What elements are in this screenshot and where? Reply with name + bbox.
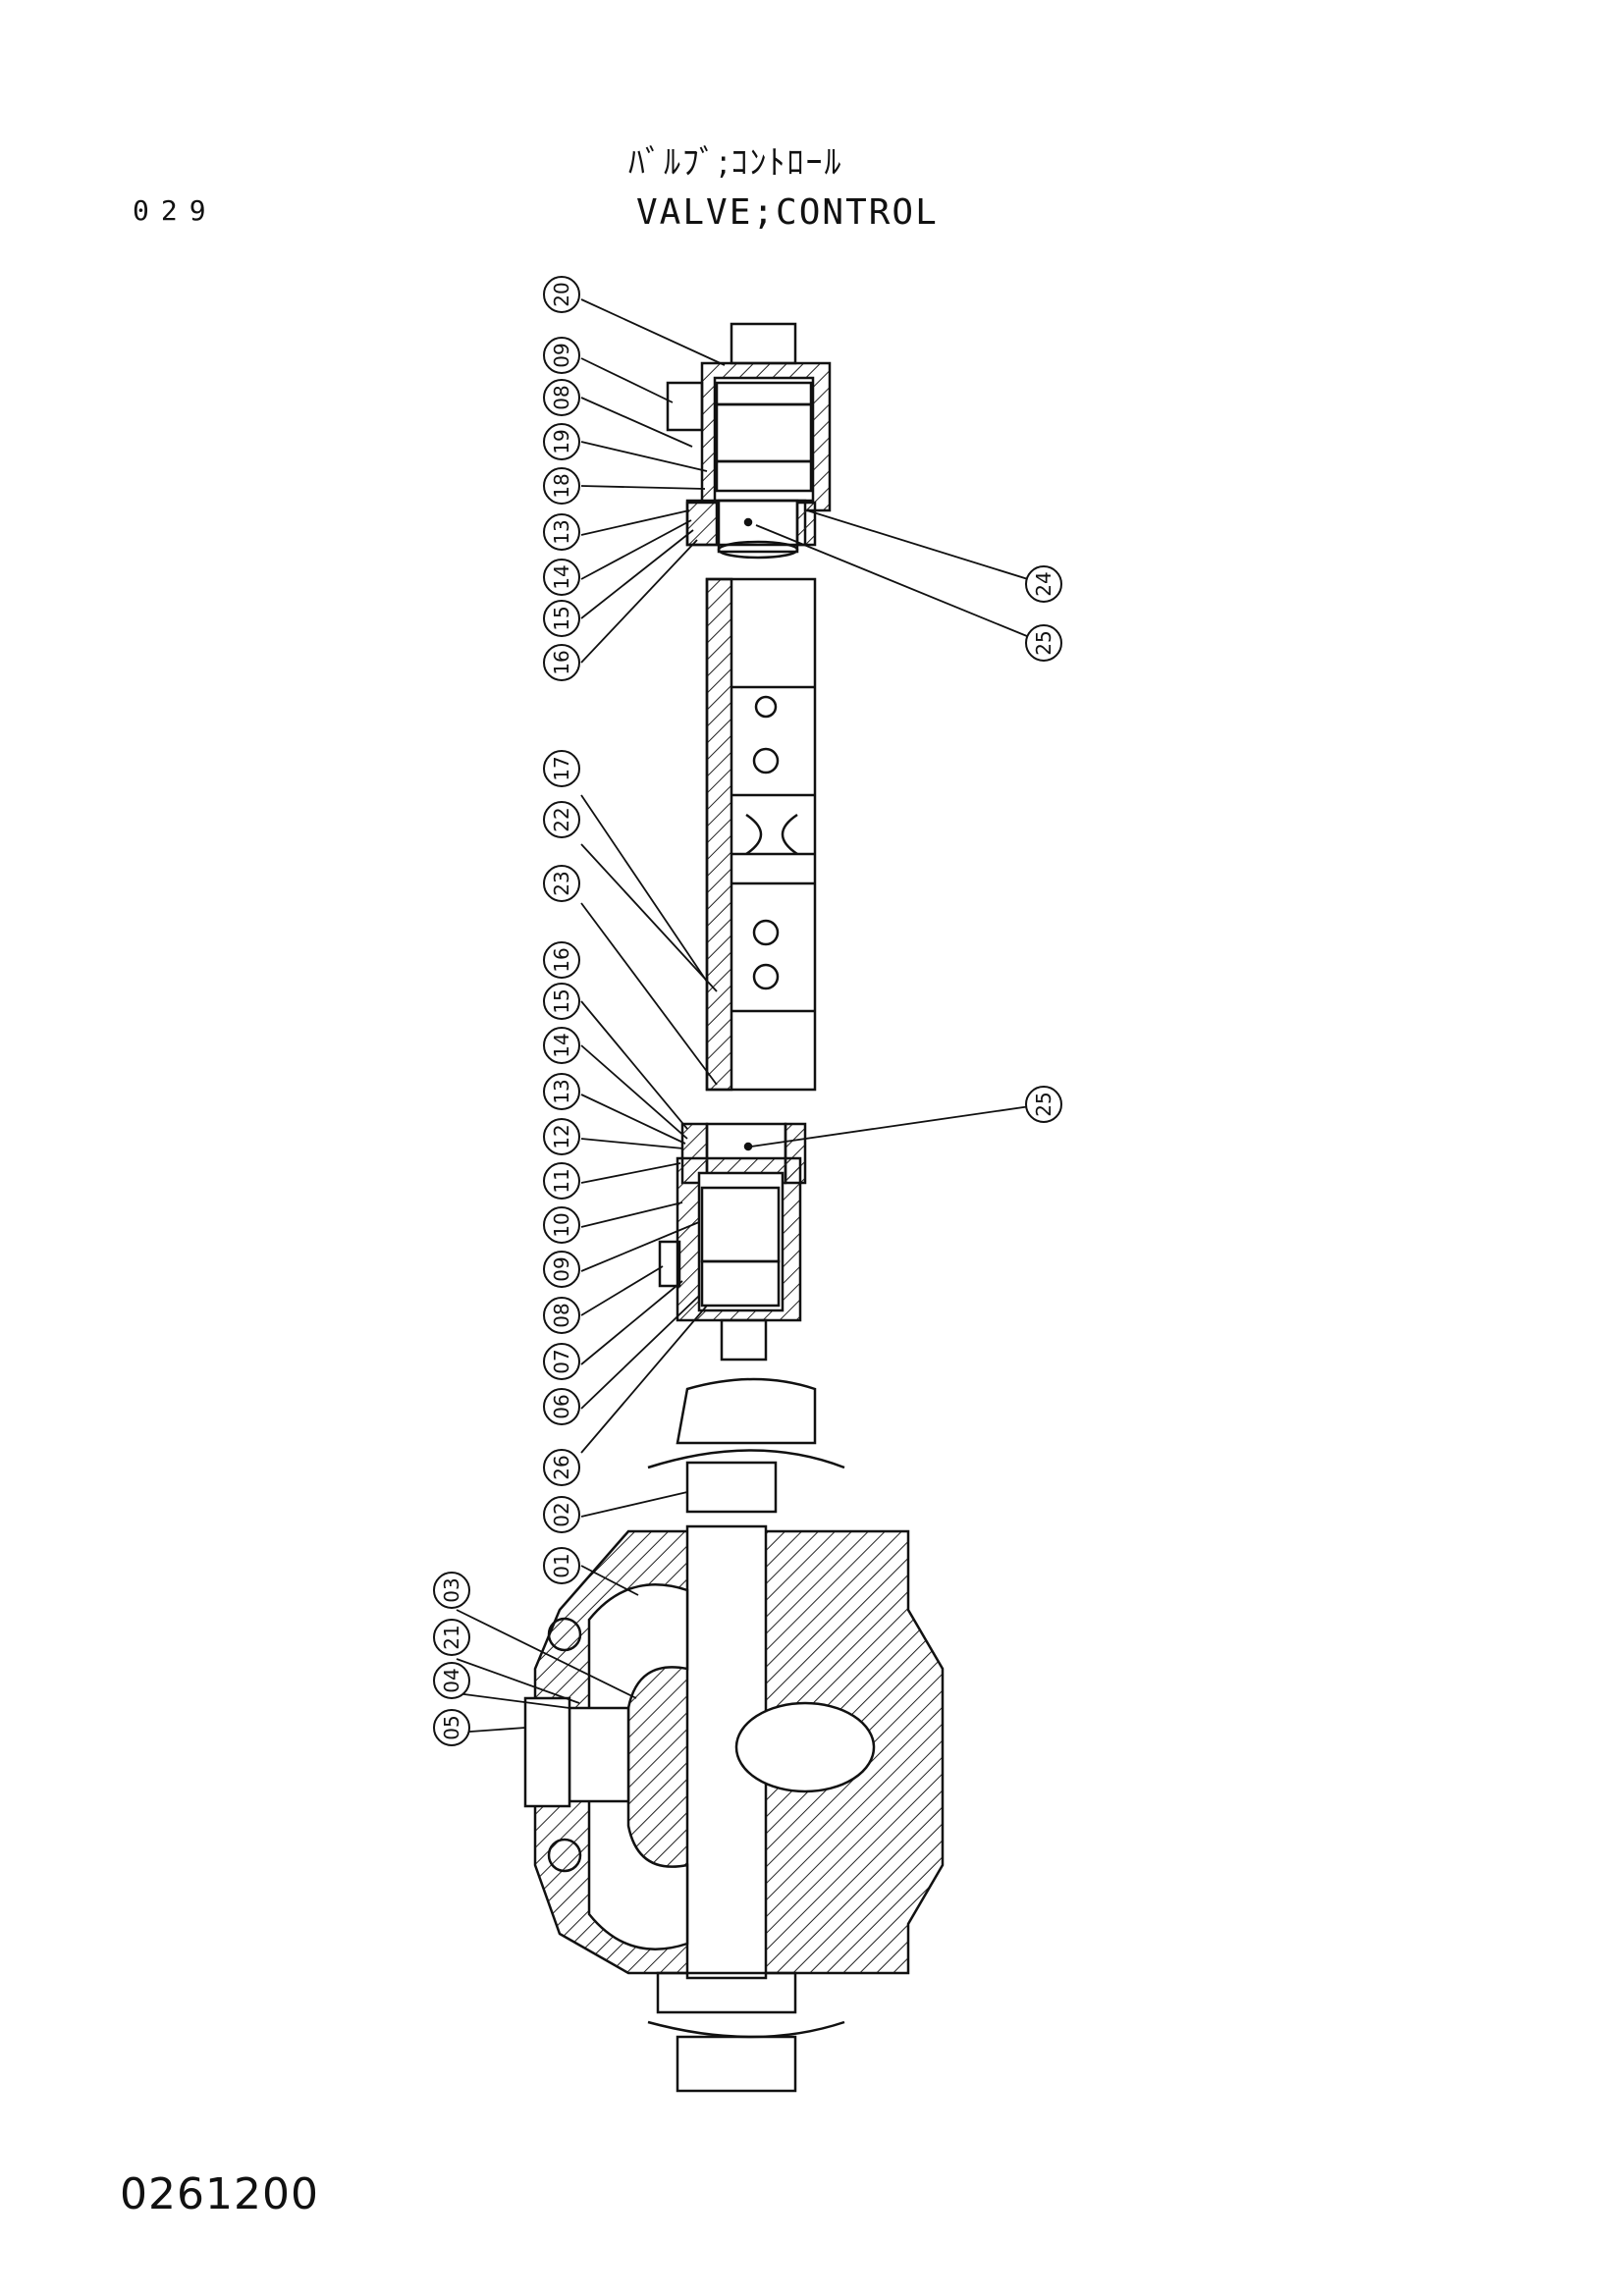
drawing-number: 0261200 (120, 2169, 319, 2219)
callout-26: 26 (543, 1449, 580, 1486)
title-english: VALVE;CONTROL (636, 192, 939, 233)
callout-label: 17 (550, 756, 573, 780)
callout-16: 16 (543, 941, 580, 979)
callout-20: 20 (543, 276, 580, 313)
callout-label: 09 (550, 343, 573, 367)
callout-23: 23 (543, 865, 580, 902)
callout-label: 26 (550, 1455, 573, 1479)
lower-cap-assembly (658, 1122, 807, 1362)
callout-label: 08 (550, 1303, 573, 1327)
callout-label: 15 (550, 988, 573, 1013)
callout-label: 12 (550, 1124, 573, 1148)
callout-10: 10 (543, 1206, 580, 1244)
callout-label: 13 (550, 519, 573, 544)
callout-label: 05 (440, 1715, 463, 1739)
callout-13: 13 (543, 513, 580, 551)
callout-06: 06 (543, 1388, 580, 1425)
callout-label: 02 (550, 1502, 573, 1526)
callout-label: 22 (550, 807, 573, 831)
callout-14: 14 (543, 559, 580, 596)
callout-03: 03 (433, 1572, 470, 1609)
top-cap-assembly (666, 322, 832, 560)
callout-label: 11 (550, 1168, 573, 1193)
callout-label: 16 (550, 947, 573, 972)
callout-25: 25 (1025, 1086, 1062, 1123)
callout-15: 15 (543, 600, 580, 637)
callout-24: 24 (1025, 565, 1062, 603)
page-number: 029 (133, 194, 218, 227)
callout-08: 08 (543, 379, 580, 416)
callout-label: 07 (550, 1349, 573, 1373)
callout-label: 14 (550, 564, 573, 589)
callout-04: 04 (433, 1662, 470, 1699)
callout-label: 08 (550, 385, 573, 409)
callout-label: 13 (550, 1079, 573, 1103)
callout-09: 09 (543, 337, 580, 374)
callout-15: 15 (543, 983, 580, 1020)
callout-09: 09 (543, 1251, 580, 1288)
callout-label: 04 (440, 1668, 463, 1692)
callout-label: 25 (1032, 1092, 1055, 1116)
leader-lines (456, 298, 1045, 1734)
callout-25: 25 (1025, 624, 1062, 662)
callout-label: 09 (550, 1256, 573, 1281)
callout-label: 10 (550, 1212, 573, 1237)
callout-18: 18 (543, 467, 580, 505)
callout-label: 06 (550, 1394, 573, 1418)
callout-13: 13 (543, 1073, 580, 1110)
callout-02: 02 (543, 1496, 580, 1533)
callout-label: 15 (550, 606, 573, 630)
callout-11: 11 (543, 1162, 580, 1200)
callout-14: 14 (543, 1027, 580, 1064)
callout-08: 08 (543, 1297, 580, 1334)
callout-label: 01 (550, 1553, 573, 1577)
callout-07: 07 (543, 1343, 580, 1380)
callout-label: 19 (550, 429, 573, 454)
callout-label: 18 (550, 473, 573, 498)
callout-19: 19 (543, 423, 580, 460)
callout-label: 14 (550, 1033, 573, 1057)
callout-21: 21 (433, 1619, 470, 1656)
callout-label: 16 (550, 650, 573, 674)
callout-label: 23 (550, 871, 573, 895)
callout-label: 20 (550, 282, 573, 306)
valve-body (523, 1377, 945, 2093)
callout-label: 24 (1032, 571, 1055, 596)
callout-label: 25 (1032, 630, 1055, 655)
callout-12: 12 (543, 1118, 580, 1155)
callout-05: 05 (433, 1709, 470, 1746)
callout-22: 22 (543, 801, 580, 838)
spool (705, 577, 817, 1092)
callout-17: 17 (543, 750, 580, 787)
callout-group: 20 09 08 19 18 13 14 15 16 24 25 17 22 2… (433, 276, 1062, 1746)
callout-label: 03 (440, 1577, 463, 1602)
callout-01: 01 (543, 1547, 580, 1584)
title-japanese: ﾊﾞﾙﾌﾞ;ｺﾝﾄﾛｰﾙ (628, 143, 843, 183)
callout-16: 16 (543, 644, 580, 681)
callout-label: 21 (440, 1625, 463, 1649)
